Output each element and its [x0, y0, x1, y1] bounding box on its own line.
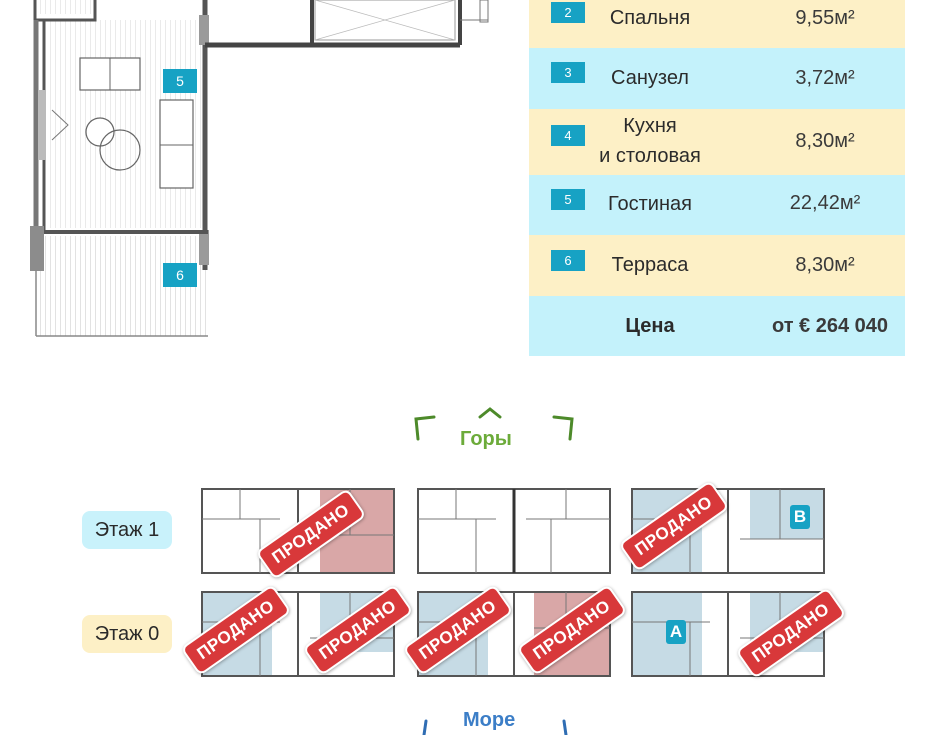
price-value: от € 264 040	[771, 315, 889, 337]
apartment-floor-plan: 5 6	[0, 0, 520, 360]
room-name: Гостиная	[608, 193, 692, 215]
floor-plan-drawing	[30, 0, 489, 337]
unit-a-marker[interactable]: A	[666, 620, 686, 644]
room-area: 8,30м²	[795, 254, 855, 276]
room-name: Санузел	[611, 67, 689, 89]
room-row-living-room: 5 Гостиная 22,42м²	[529, 175, 905, 235]
building-thumb-floor0-right[interactable]: A ПРОДАНО	[630, 586, 847, 680]
room-row-bedroom: 2 Спальня 9,55м²	[529, 0, 905, 48]
room-number-badge: 5	[551, 189, 585, 210]
building-thumb-floor1-center[interactable]	[416, 485, 612, 577]
room-number-badge: 6	[551, 250, 585, 271]
price-row: Цена от € 264 040	[529, 296, 905, 356]
mountains-direction-label: Горы	[460, 428, 512, 450]
room-area: 8,30м²	[795, 130, 855, 152]
building-plan-drawing	[417, 488, 611, 574]
room-number-badge: 3	[551, 62, 585, 83]
building-thumb-floor0-left[interactable]: ПРОДАНО ПРОДАНО	[180, 583, 414, 680]
room-6-marker: 6	[163, 263, 197, 287]
room-name: Терраса	[611, 254, 689, 276]
building-thumb-floor0-center[interactable]: ПРОДАНО ПРОДАНО	[402, 583, 628, 680]
floor-1-button[interactable]: Этаж 1	[82, 511, 172, 549]
room-number-badge: 4	[551, 125, 585, 146]
price-label: Цена	[625, 315, 675, 337]
room-row-kitchen: 4 Кухня и столовая 8,30м²	[529, 109, 905, 175]
rooms-table: 2 Спальня 9,55м² 3 Санузел 3,72м² 4 Кухн…	[529, 0, 905, 356]
room-area: 9,55м²	[795, 7, 855, 29]
room-5-marker: 5	[163, 69, 197, 93]
room-name: Спальня	[609, 7, 691, 29]
room-row-terrace: 6 Терраса 8,30м²	[529, 235, 905, 296]
building-thumb-floor1-right[interactable]: ПРОДАНО B	[618, 479, 826, 577]
unit-b-marker[interactable]: B	[790, 505, 810, 529]
room-row-bathroom: 3 Санузел 3,72м²	[529, 48, 905, 109]
room-name: Кухня и столовая	[599, 115, 701, 167]
floor-0-button[interactable]: Этаж 0	[82, 615, 172, 653]
room-area: 3,72м²	[795, 67, 855, 89]
room-area: 22,42м²	[789, 192, 861, 214]
mountains-arrows-icon	[414, 407, 574, 441]
building-thumb-floor1-left[interactable]: ПРОДАНО	[200, 485, 396, 581]
room-number-badge: 2	[551, 2, 585, 23]
sea-arrows-icon	[422, 719, 568, 735]
sea-direction-label: Море	[463, 709, 516, 731]
